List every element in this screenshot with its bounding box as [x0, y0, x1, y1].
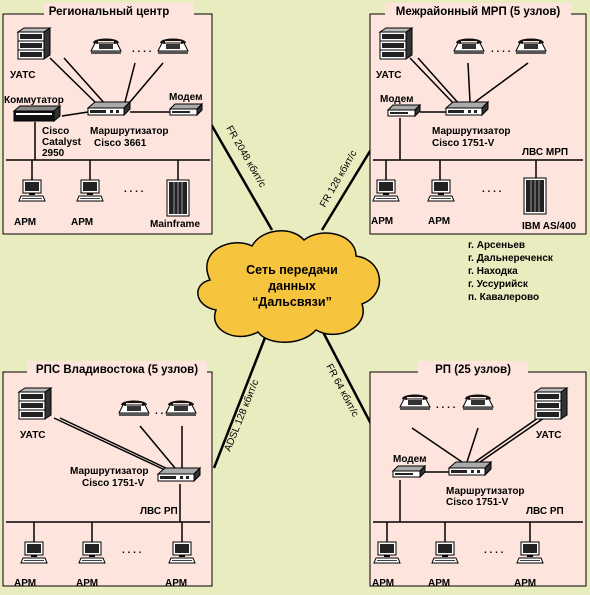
- workstation-label: АРМ: [14, 578, 36, 589]
- panel-title: Межрайонный МРП (5 узлов): [396, 6, 561, 18]
- phone-icon: [118, 400, 150, 417]
- cloud-line3: “Дальсвязи”: [252, 295, 332, 309]
- switch-model-line1: Cisco: [42, 126, 69, 137]
- lan-label: ЛВС МРП: [522, 147, 568, 158]
- city-item: г. Дальнереченск: [468, 253, 554, 264]
- switch-model-line2: Catalyst: [42, 137, 82, 148]
- workstation-icon: [18, 179, 46, 202]
- workstation-label: АРМ: [372, 578, 394, 589]
- router-icon: [448, 461, 492, 476]
- panel-interregional: Межрайонный МРП (5 узлов) УАТС . . . . М…: [369, 3, 587, 235]
- pbx-label: УАТС: [376, 70, 402, 81]
- panel-regional-center: Региональный центр УАТС . . . . Коммутат…: [2, 3, 213, 235]
- phones-ellipsis: . . . .: [436, 400, 456, 411]
- router-model: Cisco 1751-V: [82, 478, 145, 489]
- workstations-ellipsis: . . . .: [482, 184, 502, 195]
- router-label: Маршрутизатор: [70, 466, 149, 477]
- data-network-cloud: Сеть передачи данных “Дальсвязи”: [197, 230, 380, 343]
- router-model: Cisco 1751-V: [446, 497, 509, 508]
- workstation-label: АРМ: [14, 217, 36, 228]
- modem-icon: [392, 465, 426, 478]
- workstation-label: АРМ: [76, 578, 98, 589]
- workstation-icon: [427, 179, 455, 202]
- modem-icon: [169, 103, 203, 116]
- workstation-icon: [431, 541, 459, 564]
- workstation-label: АРМ: [428, 578, 450, 589]
- workstation-label: АРМ: [71, 217, 93, 228]
- workstation-icon: [372, 179, 400, 202]
- modem-label: Модем: [393, 454, 426, 465]
- phone-icon: [453, 38, 485, 55]
- server-icon: [523, 177, 547, 215]
- modem-icon: [387, 104, 421, 117]
- router-label: Маршрутизатор: [432, 126, 511, 137]
- router-model: Cisco 1751-V: [432, 138, 495, 149]
- workstation-icon: [20, 541, 48, 564]
- panel-vladivostok: РПС Владивостока (5 узлов) УАТС . . . . …: [2, 361, 213, 589]
- pbx-icon: [18, 387, 52, 420]
- cities-list: г. Арсеньев г. Дальнереченск г. Находка …: [468, 240, 554, 303]
- pbx-icon: [534, 387, 568, 420]
- mainframe-icon: [166, 179, 190, 217]
- workstation-icon: [516, 541, 544, 564]
- pbx-label: УАТС: [10, 70, 36, 81]
- city-item: г. Арсеньев: [468, 240, 525, 251]
- router-icon: [87, 101, 131, 116]
- modem-label: Модем: [169, 92, 202, 103]
- router-icon: [445, 101, 489, 116]
- workstation-label: АРМ: [514, 578, 536, 589]
- cloud-line1: Сеть передачи: [246, 263, 338, 277]
- workstations-ellipsis: . . . .: [122, 545, 142, 556]
- phone-icon: [399, 394, 431, 411]
- panel-title: Региональный центр: [49, 6, 169, 18]
- pbx-label: УАТС: [536, 430, 562, 441]
- phones-ellipsis: . . . .: [491, 44, 511, 55]
- phones-ellipsis: . . . .: [155, 406, 175, 417]
- modem-label: Модем: [380, 94, 413, 105]
- switch-model-line3: 2950: [42, 148, 65, 159]
- workstation-icon: [78, 541, 106, 564]
- pbx-label: УАТС: [20, 430, 46, 441]
- city-item: г. Находка: [468, 266, 518, 277]
- lan-label: ЛВС РП: [526, 506, 564, 517]
- phone-icon: [90, 38, 122, 55]
- workstation-label: АРМ: [428, 216, 450, 227]
- panel-title: РПС Владивостока (5 узлов): [36, 364, 198, 376]
- workstations-ellipsis: . . . .: [124, 184, 144, 195]
- phone-icon: [462, 394, 494, 411]
- workstation-label: АРМ: [165, 578, 187, 589]
- city-item: г. Уссурийск: [468, 279, 529, 290]
- switch-icon: [13, 105, 61, 122]
- router-label: Маршрутизатор: [90, 126, 169, 137]
- link-label-vladivostok: ADSL 128 кбит/с: [222, 378, 262, 453]
- workstation-icon: [168, 541, 196, 564]
- phone-icon: [157, 38, 189, 55]
- router-label: Маршрутизатор: [446, 486, 525, 497]
- pbx-icon: [17, 27, 51, 60]
- phones-ellipsis: . . . .: [132, 44, 152, 55]
- workstation-icon: [373, 541, 401, 564]
- workstation-icon: [76, 179, 104, 202]
- pbx-icon: [379, 27, 413, 60]
- panel-rp: РП (25 узлов) . . . . УАТС Модем Маршрут…: [369, 361, 587, 589]
- city-item: п. Кавалерово: [468, 292, 539, 303]
- router-icon: [157, 467, 201, 482]
- phone-icon: [165, 400, 197, 417]
- cloud-line2: данных: [268, 279, 316, 293]
- mainframe-label: Mainframe: [150, 219, 200, 230]
- switch-label: Коммутатор: [4, 95, 64, 106]
- workstation-label: АРМ: [371, 216, 393, 227]
- phone-icon: [515, 38, 547, 55]
- router-model: Cisco 3661: [94, 138, 147, 149]
- cloud-icon: [197, 230, 380, 343]
- panel-title: РП (25 узлов): [435, 364, 511, 376]
- lan-label: ЛВС РП: [140, 506, 178, 517]
- server-label: IBM AS/400: [522, 221, 577, 232]
- workstations-ellipsis: . . . .: [484, 545, 504, 556]
